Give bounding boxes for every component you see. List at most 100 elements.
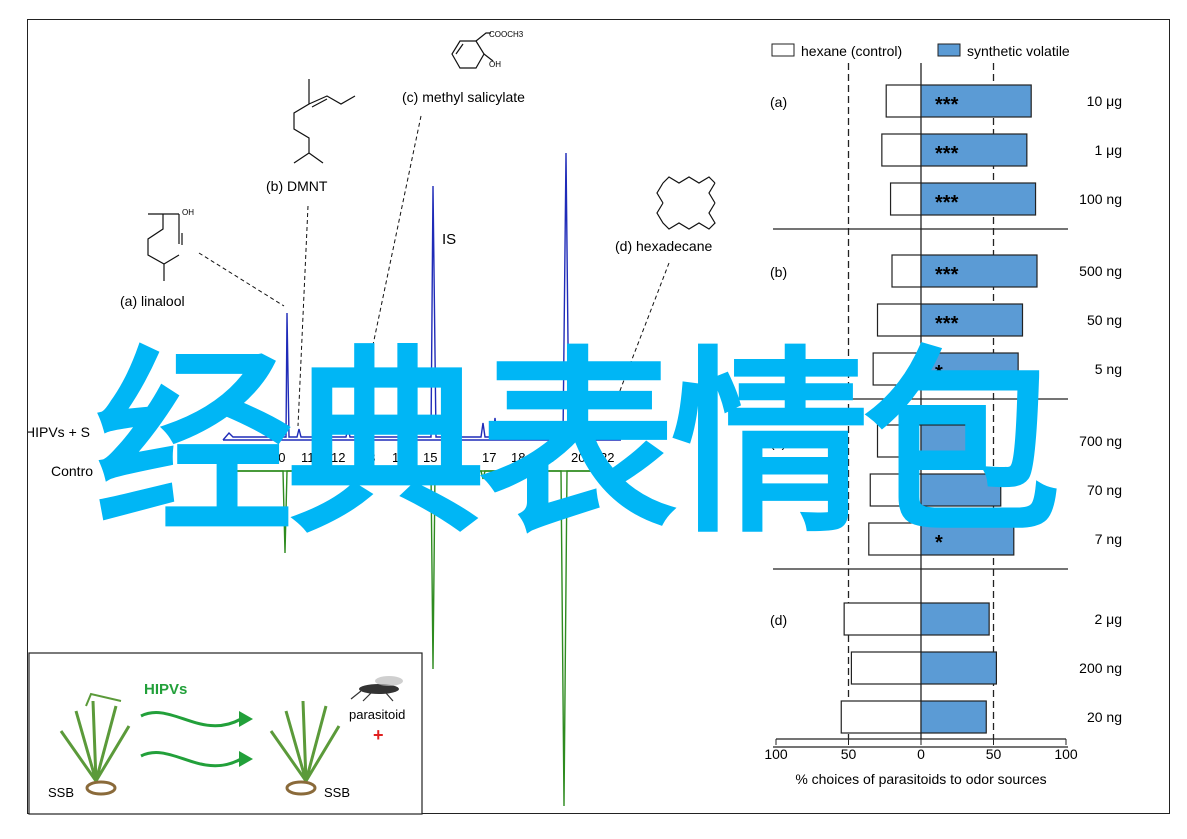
tick-15: 15: [423, 450, 437, 465]
x-tick-label: 50: [841, 746, 857, 762]
panel-label: (b): [770, 264, 787, 280]
linalool-oh: OH: [182, 208, 194, 217]
tick-17: 17: [482, 450, 496, 465]
tick-22: 22: [600, 450, 614, 465]
significance-label: *: [935, 362, 943, 384]
x-tick-label: 100: [1054, 746, 1078, 762]
ssb-larva-left-icon: [85, 780, 117, 796]
hipvs-trace: [222, 152, 621, 441]
hexadecane-leader: [615, 262, 670, 402]
x-axis: 100 50 0 50 100 % choices of parasitoids to o…: [764, 738, 1078, 787]
tick-14: 14: [392, 450, 406, 465]
hexadecane-structure: [656, 176, 716, 230]
bar-volatile: [920, 182, 1037, 216]
ms-cooch3: COOCH3: [489, 30, 524, 39]
trace-label-hipvs: HIPVs + S: [28, 424, 90, 440]
bar-volatile: [920, 133, 1028, 167]
panel-label: (a): [770, 94, 787, 110]
methyl-salicylate-leader: [355, 115, 422, 427]
bar-volatile: [920, 303, 1024, 337]
x-tick-label: 100: [764, 746, 788, 762]
volatile-arrow-top: [140, 711, 242, 728]
methyl-salicylate-label: (c) methyl salicylate: [402, 89, 525, 105]
ssb-left-label: SSB: [48, 785, 74, 800]
dmnt-label: (b) DMNT: [266, 178, 328, 194]
linalool-leader: [198, 252, 285, 307]
dose-label: 10 μg: [1087, 93, 1122, 109]
hexadecane-label: (d) hexadecane: [615, 238, 713, 254]
right-plant-icon: [269, 700, 341, 782]
legend-label-control: hexane (control): [801, 43, 902, 59]
ssb-right-label: SSB: [324, 785, 350, 800]
figure-frame: HIPVs + S Contro 10 11 12 13 14 15 17 18…: [25, 19, 1170, 815]
dmnt-structure: [293, 79, 356, 164]
internal-standard-label: IS: [442, 231, 456, 248]
panel-1: (a)***10 μg***1 μg***100 ng: [770, 84, 1122, 230]
bar-volatile: [920, 700, 987, 734]
bar-volatile: [920, 254, 1038, 288]
ms-oh: OH: [489, 60, 501, 69]
inset-hipvs-label: HIPVs: [144, 681, 187, 698]
bar-volatile: [920, 84, 1032, 118]
panel-label: (c): [770, 434, 786, 450]
left-plant-icon: [59, 700, 131, 782]
tick-18: 18: [511, 450, 525, 465]
choice-test-bar-chart: hexane (control) synthetic volatile (a) *…: [764, 43, 1122, 787]
dose-label: 50 ng: [1087, 312, 1122, 328]
dose-label: 1 μg: [1094, 142, 1122, 158]
tick-13: 13: [361, 450, 375, 465]
bar-volatile: [920, 651, 998, 685]
significance-label: ***: [935, 94, 959, 116]
x-axis-title: % choices of parasitoids to odor sources: [795, 771, 1046, 787]
tick-19: 19: [541, 450, 555, 465]
legend-label-volatile: synthetic volatile: [967, 43, 1070, 59]
dose-label: 20 ng: [1087, 709, 1122, 725]
significance-label: ***: [935, 264, 959, 286]
panel-label: (d): [770, 612, 787, 628]
chromatogram: HIPVs + S Contro 10 11 12 13 14 15 17 18…: [25, 30, 716, 807]
dose-label: 500 ng: [1079, 263, 1122, 279]
tick-10: 10: [271, 450, 285, 465]
time-axis-ticks: 10 11 12 13 14 15 17 18 19 20 22: [271, 450, 614, 465]
tick-12: 12: [331, 450, 345, 465]
inset-schematic: SSB HIPVs SSB parasitoid +: [28, 652, 423, 815]
trace-label-control: Contro: [51, 463, 93, 479]
dose-label: 70 ng: [1087, 482, 1122, 498]
significance-label: *: [935, 532, 943, 554]
x-tick-label: 50: [986, 746, 1002, 762]
legend-swatch-control: [771, 43, 795, 57]
bar-control: [885, 84, 922, 118]
bar-volatile: [920, 473, 1002, 507]
bar-volatile: [920, 352, 1019, 386]
bar-control: [850, 651, 922, 685]
figure-canvas: HIPVs + S Contro 10 11 12 13 14 15 17 18…: [25, 30, 1122, 815]
tick-20: 20: [571, 450, 585, 465]
dose-label: 200 ng: [1079, 660, 1122, 676]
bar-control: [869, 473, 922, 507]
bar-volatile: [920, 522, 1015, 556]
dose-label: 7 ng: [1095, 531, 1122, 547]
significance-label: ***: [935, 313, 959, 335]
linalool-label: (a) linalool: [120, 293, 185, 309]
linalool-structure: [147, 213, 183, 281]
legend-swatch-volatile: [937, 43, 961, 57]
bar-panels: (a)***10 μg***1 μg***100 ng(b)***500 ng*…: [770, 84, 1122, 748]
tick-11: 11: [301, 450, 315, 465]
bar-control: [876, 303, 922, 337]
panel-2: (b)***500 ng***50 ng*5 ng: [770, 254, 1122, 400]
ssb-larva-right-icon: [285, 780, 317, 796]
x-tick-label: 0: [917, 746, 925, 762]
bar-control: [840, 700, 922, 734]
methyl-salicylate-structure: [451, 32, 494, 69]
volatile-arrowhead-bottom: [239, 751, 253, 767]
bar-volatile: [920, 602, 990, 636]
plus-sign: +: [373, 725, 384, 745]
volatile-arrowhead-top: [239, 711, 253, 727]
bar-control: [868, 522, 922, 556]
bar-volatile: [920, 424, 974, 458]
bar-control: [843, 602, 922, 636]
dose-label: 100 ng: [1079, 191, 1122, 207]
bar-control: [872, 352, 922, 386]
